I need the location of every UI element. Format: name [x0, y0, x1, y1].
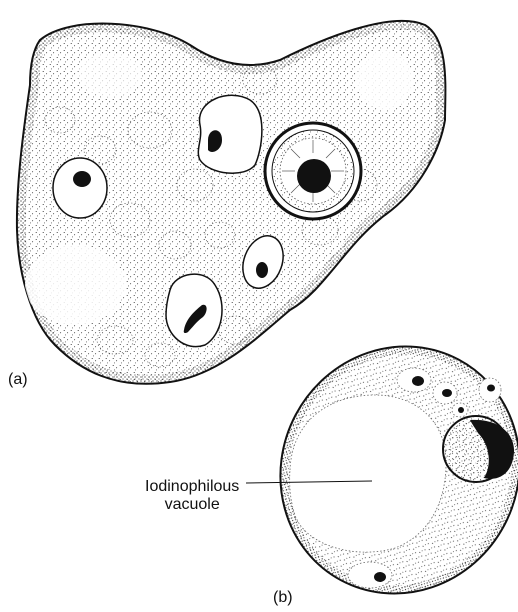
ingested-particle	[458, 407, 464, 413]
food-vacuole	[53, 158, 107, 218]
callout-line-1: Iodinophilous	[145, 478, 239, 496]
vacuole-region	[78, 53, 142, 97]
cyst-b	[237, 304, 518, 612]
ingested-particle	[73, 171, 91, 187]
ingested-particle	[412, 376, 424, 386]
vacuole-region	[357, 50, 413, 110]
ingested-particle	[256, 262, 268, 278]
panel-a-label: (a)	[8, 371, 28, 389]
vacuole-region	[25, 245, 125, 325]
ingested-particle	[442, 389, 452, 397]
iodinophilous-vacuole-callout: Iodinophilous vacuole	[145, 478, 239, 514]
callout-line-2: vacuole	[145, 496, 239, 514]
trophozoite-a	[17, 21, 445, 384]
ingested-particle	[487, 385, 495, 392]
panel-b-label: (b)	[273, 589, 293, 607]
ingested-particle	[374, 572, 386, 582]
food-vacuole	[166, 274, 222, 346]
karyosome	[297, 159, 331, 193]
iodinophilous-vacuole	[290, 395, 446, 552]
food-vacuole	[198, 95, 262, 173]
nucleus-a	[265, 123, 361, 219]
